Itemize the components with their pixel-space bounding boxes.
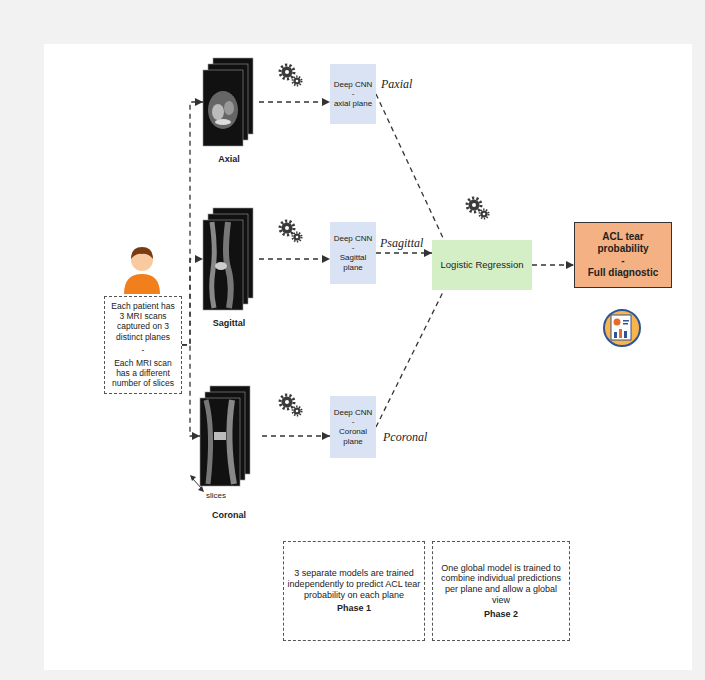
phase-heading: Phase 2 [484,609,518,620]
note-text: Each patient has 3 MRI scans captured on… [108,301,178,342]
cnn-text: Sagittal plane [332,253,374,272]
cnn-text: Coronal plane [332,427,374,446]
dashed-connector [182,102,203,345]
dashed-connector [182,259,203,345]
probability-label: Paxial [380,77,413,92]
gear-icon [467,198,489,219]
dashed-connector [376,252,432,253]
output-text: ACL tear probability [579,231,667,255]
phase-text: 3 separate models are trained independen… [287,568,421,600]
probability-label: Pcoronal [382,430,428,445]
person-icon [124,247,160,294]
output-text: - [621,255,624,267]
cnn-box: Deep CNN-axial plane [330,64,376,124]
dashed-connector [259,258,330,259]
regression-box: Logistic Regression [432,240,532,290]
cnn-text: Deep CNN [334,408,373,418]
note-text: Each MRI scan has a different number of … [108,358,178,389]
plane-label: Coronal [200,510,258,521]
cnn-text: - [352,417,355,427]
mri-stack: Coronal [200,386,258,521]
note-text: - [142,345,145,355]
dashed-connector [532,264,574,265]
output-text: Full diagnostic [588,267,659,279]
dashed-connector [262,435,330,436]
annotation-label: slices [206,491,226,500]
output-box: ACL tear probability-Full diagnostic [574,222,672,288]
gear-icon [280,65,302,86]
cnn-text: - [352,243,355,253]
phase-box: 3 separate models are trained independen… [283,541,425,641]
note-box: Each patient has 3 MRI scans captured on… [104,296,182,394]
cnn-box: Deep CNN-Sagittal plane [330,222,376,284]
gear-icon [280,221,302,242]
mri-sagittal [203,208,253,310]
phase-text: One global model is trained to combine i… [436,563,566,606]
cnn-text: Deep CNN [334,80,373,90]
mri-stack: Axial [203,58,255,165]
gear-icon [280,395,302,416]
dashed-connector [259,101,330,102]
dashed-connector [182,345,200,436]
probability-label: Psagittal [379,236,424,251]
mri-axial [203,58,253,146]
slices-arrow [190,475,204,492]
cnn-text: axial plane [334,99,372,109]
cnn-text: - [352,89,355,99]
mri-coronal [200,386,250,486]
dashed-connector [376,290,444,427]
plane-label: Sagittal [203,318,255,329]
mri-stack: Sagittal [203,208,255,329]
phase-box: One global model is trained to combine i… [432,541,570,641]
panel [44,44,692,670]
plane-label: Axial [203,154,255,165]
regression-text: Logistic Regression [441,259,524,270]
dashed-connector [376,94,444,240]
phase-heading: Phase 1 [337,603,371,614]
cnn-box: Deep CNN-Coronal plane [330,396,376,458]
report-icon [604,310,640,346]
cnn-text: Deep CNN [334,234,373,244]
